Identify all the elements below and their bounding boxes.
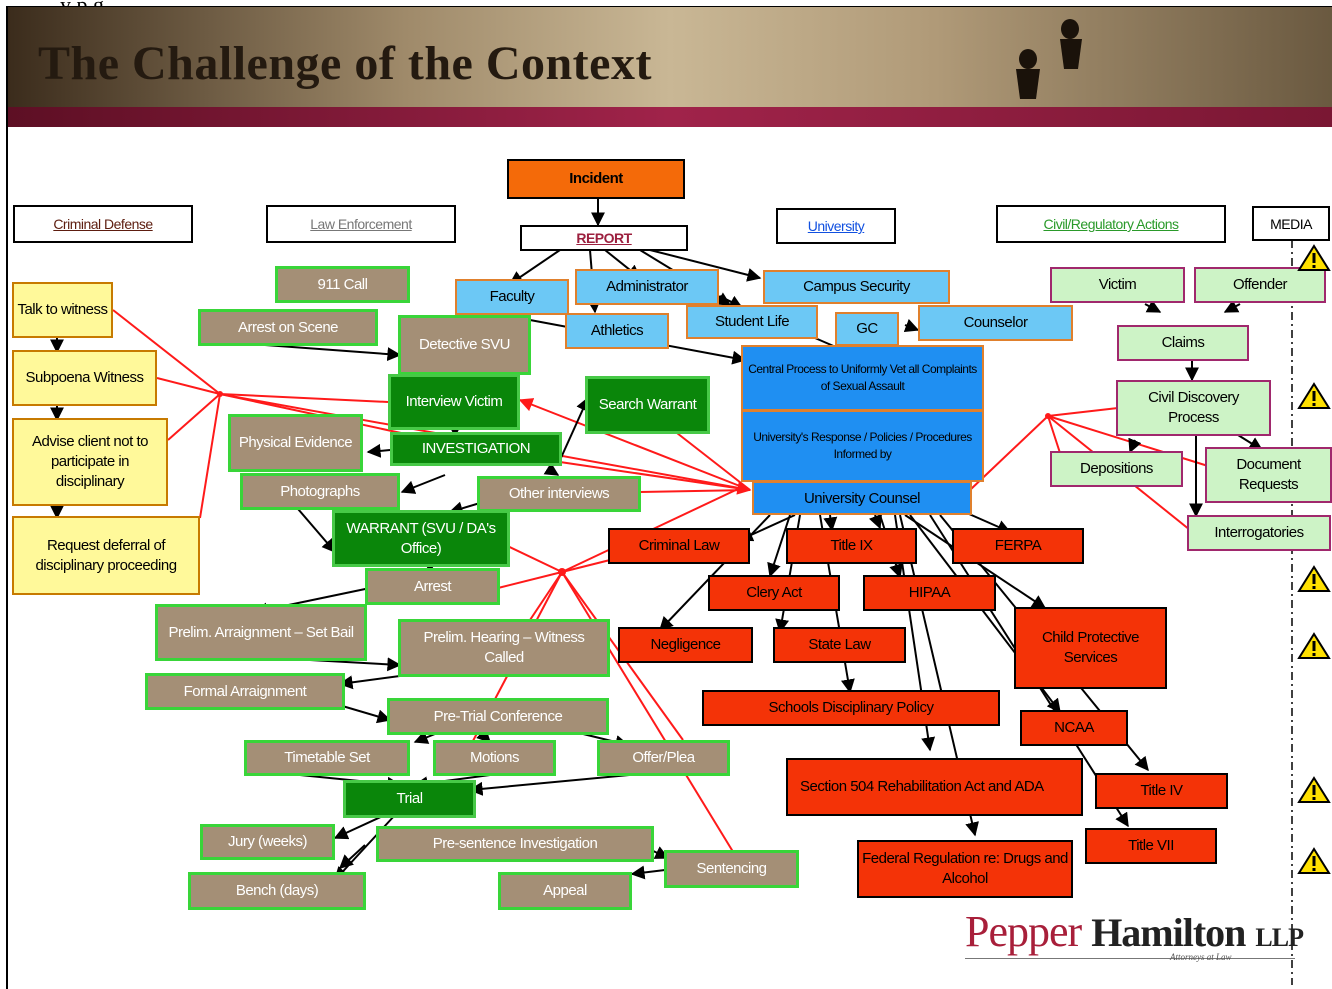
node-university-counsel: University Counsel: [752, 481, 972, 515]
node-advise-client: Advise client not to participate in disc…: [12, 418, 168, 506]
node-trial: Trial: [343, 780, 476, 818]
warning-icon: [1297, 244, 1331, 271]
pepper-hamilton-logo: Pepper Hamilton LLP: [965, 906, 1304, 957]
logo-tagline: Attorneys at Law: [1170, 952, 1232, 962]
node-offender: Offender: [1194, 267, 1326, 303]
node-university-response: University's Response / Policies / Proce…: [741, 410, 984, 482]
node-hipaa: HIPAA: [863, 575, 996, 611]
node-criminal-law: Criminal Law: [608, 528, 750, 564]
node-offer-plea: Offer/Plea: [597, 740, 730, 776]
node-civil-discovery-process: Civil Discovery Process: [1116, 380, 1271, 436]
node-schools-disciplinary-policy: Schools Disciplinary Policy: [702, 690, 1000, 726]
node-section-504: Section 504 Rehabilitation Act and ADA: [786, 758, 1083, 816]
node-arrest: Arrest: [365, 568, 500, 605]
node-athletics: Athletics: [565, 313, 669, 349]
warning-icon: [1297, 565, 1331, 592]
node-warrant: WARRANT (SVU / DA's Office): [332, 510, 510, 567]
node-jury: Jury (weeks): [200, 824, 335, 860]
node-victim: Victim: [1050, 267, 1185, 303]
warning-icon: [1297, 632, 1331, 659]
node-title-vii: Title VII: [1085, 828, 1217, 864]
node-administrator: Administrator: [575, 269, 719, 305]
node-bench: Bench (days): [188, 872, 366, 910]
node-photographs: Photographs: [240, 473, 400, 510]
node-title-ix: Title IX: [786, 528, 917, 564]
logo-llp: LLP: [1255, 923, 1304, 952]
logo-rule: [965, 958, 1295, 959]
title-banner: [8, 7, 1332, 107]
node-motions: Motions: [433, 740, 556, 776]
node-interrogatories: Interrogatories: [1187, 515, 1331, 551]
node-timetable-set: Timetable Set: [244, 740, 410, 776]
node-incident: Incident: [507, 159, 685, 199]
logo-hamilton: Hamilton: [1091, 910, 1246, 955]
warning-icon: [1297, 382, 1331, 409]
header-criminal-defense: Criminal Defense: [13, 205, 193, 243]
logo-pepper: Pepper: [965, 907, 1082, 956]
node-claims: Claims: [1117, 325, 1249, 361]
node-sentencing: Sentencing: [664, 850, 799, 888]
node-ferpa: FERPA: [952, 528, 1084, 564]
slide-frame: [6, 6, 1332, 989]
walking-figures-image: [1016, 19, 1082, 99]
node-request-deferral: Request deferral of disciplinary proceed…: [12, 516, 200, 595]
header-civil-regulatory: Civil/Regulatory Actions: [996, 205, 1226, 243]
node-search-warrant: Search Warrant: [585, 376, 710, 434]
red-hub-dots: [217, 391, 1051, 576]
node-depositions: Depositions: [1050, 451, 1183, 487]
node-campus-security: Campus Security: [763, 270, 950, 304]
node-interview-victim: Interview Victim: [388, 374, 520, 430]
node-prelim-hearing: Prelim. Hearing – Witness Called: [398, 619, 610, 677]
node-subpoena-witness: Subpoena Witness: [12, 350, 157, 406]
node-negligence: Negligence: [618, 627, 753, 663]
node-student-life: Student Life: [686, 305, 818, 339]
node-document-requests: Document Requests: [1205, 447, 1332, 503]
node-physical-evidence: Physical Evidence: [228, 414, 363, 472]
header-media: MEDIA: [1252, 206, 1330, 241]
node-child-protective-services: Child Protective Services: [1014, 607, 1167, 689]
node-detective-svu: Detective SVU: [398, 315, 531, 375]
node-counselor: Counselor: [918, 305, 1073, 341]
node-investigation: INVESTIGATION: [390, 432, 562, 466]
node-central-process: Central Process to Uniformly Vet all Com…: [741, 345, 984, 411]
slide-title: The Challenge of the Context: [38, 37, 652, 90]
title-underline-bar: [8, 107, 1332, 127]
node-formal-arraignment: Formal Arraignment: [145, 673, 345, 710]
node-faculty: Faculty: [455, 279, 569, 315]
header-university: University: [776, 208, 896, 244]
node-state-law: State Law: [773, 627, 906, 663]
node-911-call: 911 Call: [275, 266, 410, 303]
node-appeal: Appeal: [498, 872, 632, 910]
node-gc: GC: [835, 312, 899, 346]
node-report: REPORT: [520, 225, 688, 251]
node-federal-regulation: Federal Regulation re: Drugs and Alcohol: [857, 840, 1073, 898]
header-law-enforcement: Law Enforcement: [266, 205, 456, 243]
node-other-interviews: Other interviews: [477, 476, 641, 512]
node-pre-trial-conference: Pre-Trial Conference: [387, 698, 609, 735]
node-ncaa: NCAA: [1020, 710, 1128, 746]
node-arrest-on-scene: Arrest on Scene: [198, 309, 378, 346]
node-prelim-arraignment: Prelim. Arraignment – Set Bail: [155, 604, 367, 661]
warning-icon: [1297, 847, 1331, 874]
node-title-iv: Title IV: [1095, 773, 1228, 809]
node-talk-to-witness: Talk to witness: [12, 282, 113, 338]
warning-icon: [1297, 776, 1331, 803]
node-pre-sentence-investigation: Pre-sentence Investigation: [376, 826, 654, 862]
node-clery-act: Clery Act: [708, 575, 840, 611]
